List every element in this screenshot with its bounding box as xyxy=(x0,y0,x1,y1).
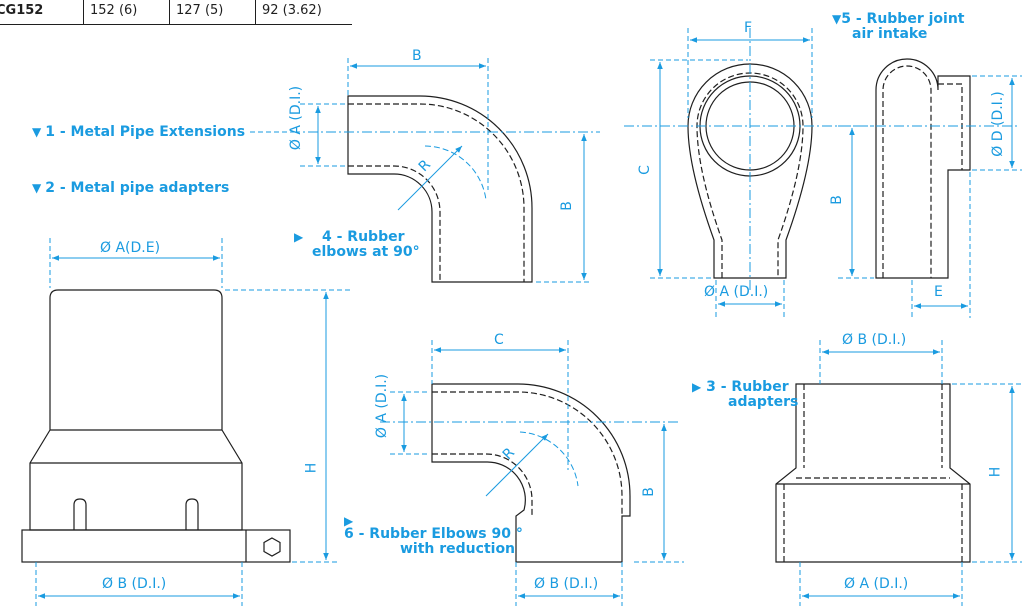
label-metal-pipe-adapters: ▼2 - Metal pipe adapters xyxy=(32,181,229,196)
dim-f-joint: F xyxy=(744,20,753,36)
label-rubber-joint: ▼5 - Rubber joint air intake xyxy=(832,12,964,42)
spec-value-cell-3: 92 (3.62) xyxy=(262,3,322,18)
dim-dia-d-di-joint: Ø D (D.I.) xyxy=(990,91,1006,157)
triangle-right-icon: ▶ xyxy=(692,380,702,394)
label-rubber-joint-line1: 5 - Rubber joint xyxy=(841,11,965,27)
triangle-down-icon: ▼ xyxy=(832,12,842,26)
triangle-down-icon: ▼ xyxy=(32,181,42,195)
dim-c-joint: C xyxy=(636,165,653,175)
label-rubber-elbows-line1: 4 - Rubber xyxy=(322,229,405,245)
label-metal-pipe-extensions: ▼1 - Metal Pipe Extensions xyxy=(32,125,245,140)
label-rubber-adapters: ▶ 3 - Rubber adapters xyxy=(692,380,798,410)
dim-b-reduction: B xyxy=(640,487,657,497)
dim-h-metal: H xyxy=(303,462,320,474)
dim-dia-b-di-reduction: Ø B (D.I.) xyxy=(534,576,599,592)
dim-h-adapter: H xyxy=(987,466,1004,478)
rubber-joint-side-drawing xyxy=(875,58,971,279)
label-metal-pipe-extensions-text: 1 - Metal Pipe Extensions xyxy=(45,124,246,140)
dim-b-elbow-top: B xyxy=(412,48,422,64)
dim-dia-a-di-reduction: Ø A (D.I.) xyxy=(374,373,390,439)
label-rubber-adapters-line2: adapters xyxy=(728,394,799,410)
rubber-adapter-drawing xyxy=(775,383,971,563)
dim-c-reduction: C xyxy=(494,332,504,348)
label-rubber-elbows-reduction: ▶ 6 - Rubber Elbows 90 ° with reduction xyxy=(344,515,523,557)
label-rubber-elbows-reduction-line2: with reduction xyxy=(400,541,516,557)
label-rubber-adapters-line1: 3 - Rubber xyxy=(706,379,789,395)
label-rubber-joint-line2: air intake xyxy=(852,26,928,42)
dim-dia-b-di-adapter: Ø B (D.I.) xyxy=(842,332,907,348)
spec-table-row: CG152 152 (6) 127 (5) 92 (3.62) xyxy=(0,0,352,25)
triangle-right-icon: ▶ xyxy=(294,230,304,244)
dim-dia-a-di-adapter: Ø A (D.I.) xyxy=(844,576,909,592)
dim-dia-a-de: Ø A(D.E) xyxy=(100,240,161,256)
label-metal-pipe-adapters-text: 2 - Metal pipe adapters xyxy=(45,180,230,196)
rubber-elbow-drawing xyxy=(347,95,533,283)
dim-dia-b-di-metal: Ø B (D.I.) xyxy=(102,576,167,592)
spec-code-cell: CG152 xyxy=(0,0,84,24)
dim-b-elbow-side: B xyxy=(558,201,575,211)
label-rubber-elbows-line2: elbows at 90° xyxy=(312,244,420,260)
dim-dia-a-di-joint: Ø A (D.I.) xyxy=(704,284,769,300)
metal-pipe-adapter-dimensions xyxy=(35,131,350,606)
dim-dia-a-di-elbow: Ø A (D.I.) xyxy=(288,85,304,151)
label-rubber-elbows-reduction-line1: 6 - Rubber Elbows 90 ° xyxy=(344,526,523,542)
spec-value-cell-1: 152 (6) xyxy=(84,0,170,24)
dim-b-joint: B xyxy=(828,195,845,205)
spec-value-cell-2: 127 (5) xyxy=(170,0,256,24)
triangle-down-icon: ▼ xyxy=(32,125,42,139)
triangle-right-icon: ▶ xyxy=(344,514,354,528)
metal-pipe-adapter-drawing xyxy=(21,289,291,563)
dim-e-joint: E xyxy=(934,284,943,300)
label-rubber-elbows: ▶ 4 - Rubber elbows at 90° xyxy=(294,229,420,260)
